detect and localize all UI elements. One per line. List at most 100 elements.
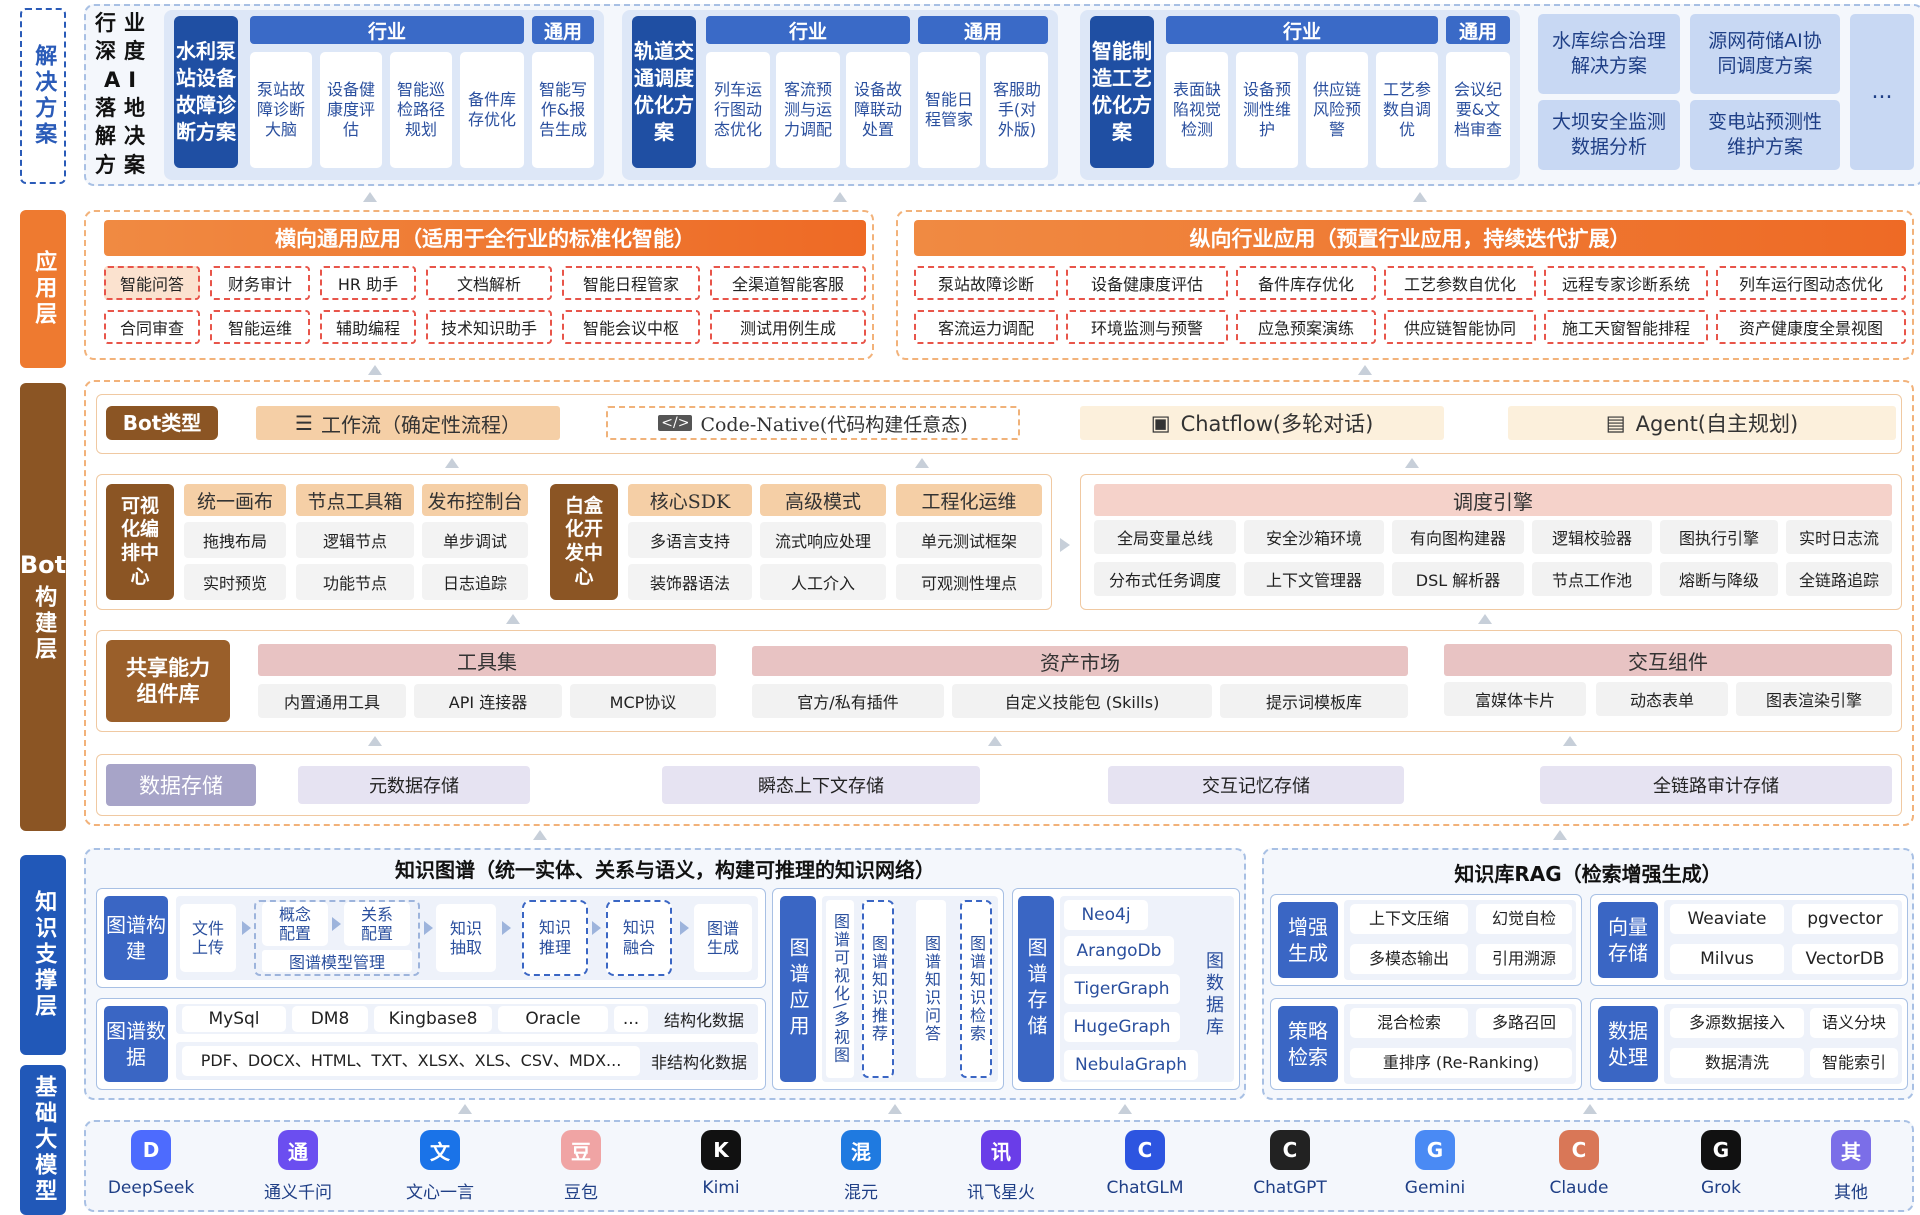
kg-step[interactable]: 知识融合 <box>606 900 672 976</box>
solution-item[interactable]: 设备健康度评估 <box>320 52 382 168</box>
engine-cell[interactable]: 熔断与降级 <box>1660 562 1778 596</box>
model-5[interactable]: 混混元 <box>811 1130 911 1203</box>
vector-db[interactable]: Weaviate <box>1670 904 1784 934</box>
horizontal-app-chip[interactable]: 全渠道智能客服 <box>710 266 866 300</box>
vertical-app-chip[interactable]: 泵站故障诊断 <box>914 266 1058 300</box>
model-2[interactable]: 文文心一言 <box>390 1130 490 1203</box>
solution-item[interactable]: 客服助手(对外版) <box>986 52 1048 168</box>
white-cell[interactable]: 装饰器语法 <box>628 564 752 600</box>
white-cell[interactable]: 可观测性埋点 <box>896 564 1042 600</box>
engine-cell[interactable]: 实时日志流 <box>1786 520 1892 554</box>
tool-item[interactable]: 内置通用工具 <box>258 684 406 718</box>
visual-cell[interactable]: 日志追踪 <box>422 564 528 600</box>
solution-item[interactable]: 备件库存优化 <box>460 52 524 168</box>
model-6[interactable]: 讯讯飞星火 <box>951 1130 1051 1203</box>
engine-cell[interactable]: 全链路追踪 <box>1786 562 1892 596</box>
solution-item[interactable]: 智能日程管家 <box>918 52 980 168</box>
unstructured-sources[interactable]: PDF、DOCX、HTML、TXT、XLSX、XLS、CSV、MDX... <box>182 1046 640 1076</box>
rag-process-item[interactable]: 智能索引 <box>1810 1048 1898 1078</box>
structured-source[interactable]: MySql <box>182 1006 286 1032</box>
kg-app-item[interactable]: 图谱知识推荐 <box>862 900 894 1078</box>
engine-cell[interactable]: 上下文管理器 <box>1244 562 1384 596</box>
solution-item[interactable]: 泵站故障诊断大脑 <box>250 52 312 168</box>
horizontal-app-chip[interactable]: HR 助手 <box>320 266 416 300</box>
rag-enhance-item[interactable]: 上下文压缩 <box>1350 904 1468 934</box>
engine-cell[interactable]: 逻辑校验器 <box>1532 520 1652 554</box>
solution-item[interactable]: 设备故障联动处置 <box>846 52 910 168</box>
ui-item[interactable]: 图表渲染引擎 <box>1736 682 1892 716</box>
white-cell[interactable]: 多语言支持 <box>628 522 752 558</box>
solution-item[interactable]: 客流预测与运力调配 <box>776 52 840 168</box>
vertical-app-chip[interactable]: 列车运行图动态优化 <box>1716 266 1906 300</box>
visual-cell[interactable]: 逻辑节点 <box>296 522 414 558</box>
bot-type-code-native[interactable]: </>Code-Native(代码构建任意态) <box>606 406 1020 440</box>
kg-step[interactable]: 关系配置 <box>344 902 410 946</box>
bot-type-chatflow[interactable]: ▣Chatflow(多轮对话) <box>1080 406 1444 440</box>
horizontal-app-chip[interactable]: 测试用例生成 <box>710 310 866 344</box>
solution-item[interactable]: 列车运行图动态优化 <box>706 52 770 168</box>
vertical-app-chip[interactable]: 客流运力调配 <box>914 310 1058 344</box>
vertical-app-chip[interactable]: 远程专家诊断系统 <box>1544 266 1708 300</box>
rag-enhance-item[interactable]: 幻觉自检 <box>1476 904 1572 934</box>
model-3[interactable]: 豆豆包 <box>531 1130 631 1203</box>
extra-solution[interactable]: 水库综合治理解决方案 <box>1538 14 1680 94</box>
market-item[interactable]: 自定义技能包 (Skills) <box>952 684 1212 718</box>
tool-item[interactable]: MCP协议 <box>570 684 716 718</box>
tool-item[interactable]: API 连接器 <box>414 684 562 718</box>
horizontal-app-chip[interactable]: 智能会议中枢 <box>562 310 700 344</box>
engine-cell[interactable]: 全局变量总线 <box>1094 520 1236 554</box>
solution-item[interactable]: 供应链风险预警 <box>1306 52 1368 168</box>
rag-process-item[interactable]: 多源数据接入 <box>1670 1008 1804 1038</box>
solution-title-rail[interactable]: 轨道交通调度优化方案 <box>632 16 696 168</box>
solution-title-manufacturing[interactable]: 智能制造工艺优化方案 <box>1090 16 1154 168</box>
structured-source[interactable]: Kingbase8 <box>374 1006 492 1032</box>
rag-strategy-item[interactable]: 多路召回 <box>1476 1008 1572 1038</box>
horizontal-app-chip[interactable]: 技术知识助手 <box>426 310 552 344</box>
engine-cell[interactable]: DSL 解析器 <box>1392 562 1524 596</box>
solution-item[interactable]: 工艺参数自调优 <box>1376 52 1438 168</box>
visual-cell[interactable]: 功能节点 <box>296 564 414 600</box>
more-solutions[interactable]: ... <box>1850 14 1914 170</box>
graph-db[interactable]: NebulaGraph <box>1064 1050 1198 1080</box>
visual-cell[interactable]: 实时预览 <box>184 564 286 600</box>
solution-item[interactable]: 设备预测性维护 <box>1236 52 1298 168</box>
rag-enhance-item[interactable]: 多模态输出 <box>1350 944 1468 974</box>
kg-step[interactable]: 知识抽取 <box>436 904 496 972</box>
extra-solution[interactable]: 源网荷储AI协同调度方案 <box>1690 14 1840 94</box>
ui-item[interactable]: 富媒体卡片 <box>1444 682 1586 716</box>
model-12[interactable]: 其其他 <box>1801 1130 1901 1203</box>
market-item[interactable]: 官方/私有插件 <box>752 684 944 718</box>
white-cell[interactable]: 人工介入 <box>760 564 886 600</box>
engine-cell[interactable]: 图执行引擎 <box>1660 520 1778 554</box>
storage-item[interactable]: 全链路审计存储 <box>1540 766 1892 804</box>
horizontal-app-chip[interactable]: 财务审计 <box>210 266 310 300</box>
solution-item[interactable]: 智能巡检路径规划 <box>390 52 452 168</box>
vertical-app-chip[interactable]: 应急预案演练 <box>1236 310 1376 344</box>
rag-process-item[interactable]: 数据清洗 <box>1670 1048 1804 1078</box>
solution-item[interactable]: 表面缺陷视觉检测 <box>1166 52 1228 168</box>
structured-source[interactable]: DM8 <box>292 1006 368 1032</box>
vertical-app-chip[interactable]: 工艺参数自优化 <box>1384 266 1536 300</box>
storage-item[interactable]: 元数据存储 <box>298 766 530 804</box>
structured-source[interactable]: Oracle <box>498 1006 608 1032</box>
bot-type-workflow[interactable]: ☰工作流（确定性流程） <box>256 406 560 440</box>
vertical-app-chip[interactable]: 施工天窗智能排程 <box>1544 310 1708 344</box>
engine-cell[interactable]: 节点工作池 <box>1532 562 1652 596</box>
vector-db[interactable]: Milvus <box>1670 944 1784 974</box>
rag-strategy-item[interactable]: 重排序 (Re-Ranking) <box>1350 1048 1572 1078</box>
kg-model-mgmt[interactable]: 图谱模型管理 <box>262 950 412 972</box>
horizontal-app-chip[interactable]: 合同审查 <box>104 310 200 344</box>
kg-step[interactable]: 文件上传 <box>180 904 236 972</box>
graph-db[interactable]: TigerGraph <box>1064 974 1180 1004</box>
horizontal-app-chip[interactable]: 智能问答 <box>104 266 200 300</box>
kg-app-item[interactable]: 图谱知识检索 <box>960 900 992 1078</box>
graph-db[interactable]: HugeGraph <box>1064 1012 1180 1042</box>
white-cell[interactable]: 流式响应处理 <box>760 522 886 558</box>
horizontal-app-chip[interactable]: 智能日程管家 <box>562 266 700 300</box>
vertical-app-chip[interactable]: 环境监测与预警 <box>1066 310 1228 344</box>
